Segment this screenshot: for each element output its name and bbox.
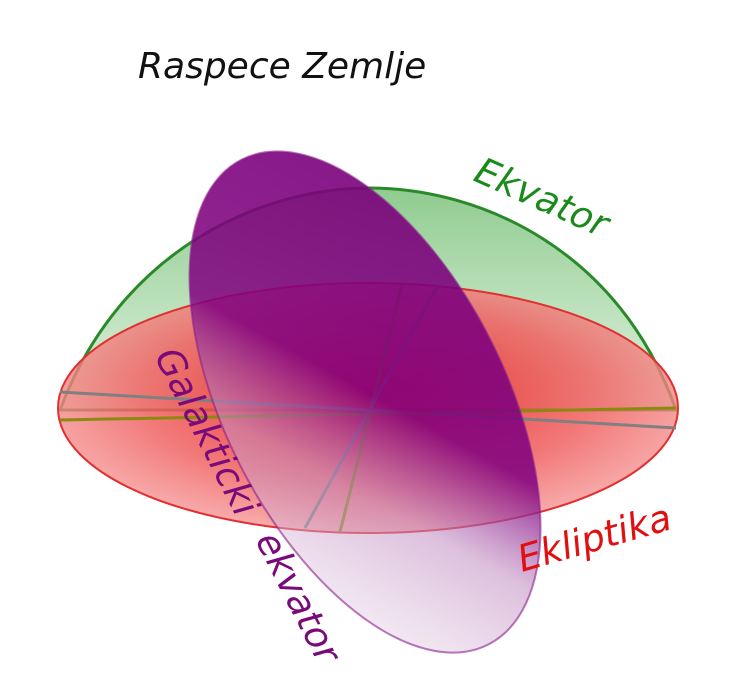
galactic-plane [188,150,542,654]
diagram-title: Raspece Zemlje [138,46,426,87]
